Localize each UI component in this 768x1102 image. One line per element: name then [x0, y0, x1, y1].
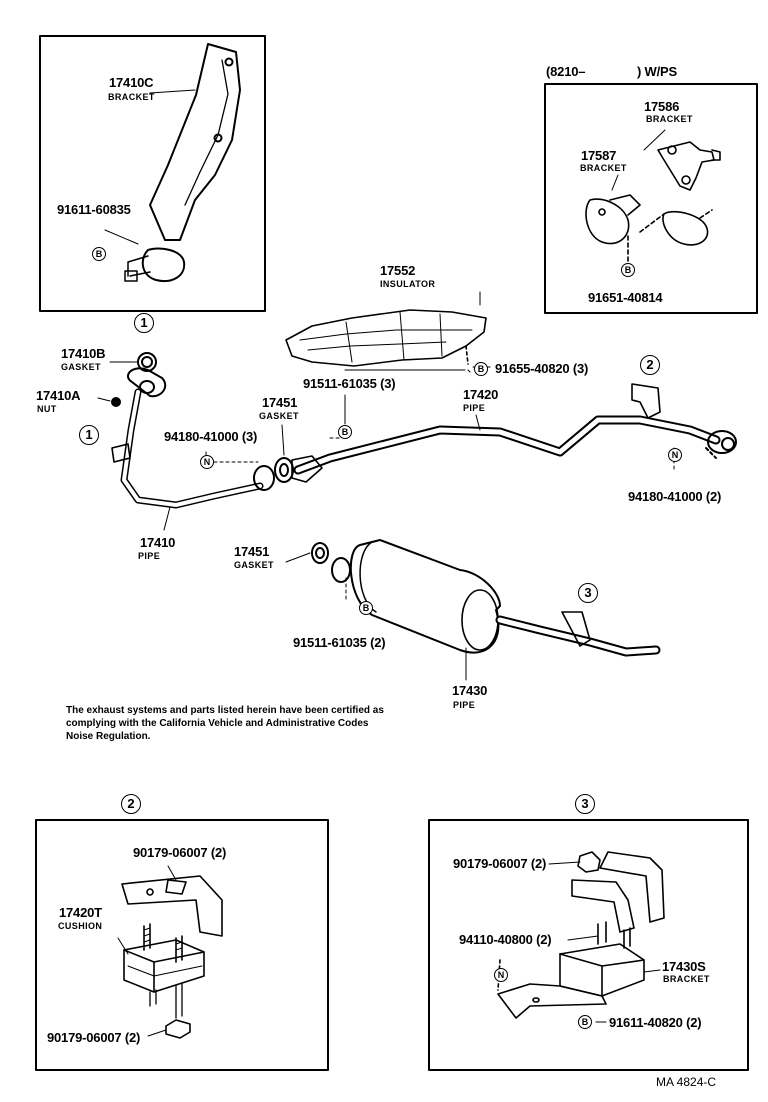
bolt-91511-61035-2-number: 91511-61035 (2)	[293, 635, 386, 650]
nut-17410a-number: 17410A	[36, 388, 81, 403]
ref-1-side: 1	[79, 425, 99, 445]
ps-heading-start: (8210–	[546, 64, 586, 79]
nut-17410a-name: NUT	[37, 404, 57, 414]
pipe-17420-number: 17420	[463, 387, 499, 402]
cushion-17420t-number: 17420T	[59, 905, 102, 920]
bracket-17410c-number: 17410C	[109, 75, 154, 90]
bracket-17430s-name: BRACKET	[663, 974, 710, 984]
leader-lines	[97, 291, 675, 681]
ref-2-detail: 2	[121, 794, 141, 814]
nut-n-symbol-rear: N	[668, 448, 682, 462]
pipe-17430-number: 17430	[452, 683, 488, 698]
bolt-91611-60835-number: 91611-60835	[57, 202, 131, 217]
gasket-17451-lower-name: GASKET	[234, 560, 274, 570]
gasket-17451-upper-number: 17451	[262, 395, 298, 410]
bracket-17586-number: 17586	[644, 99, 680, 114]
bolt-91611-40820-number: 91611-40820 (2)	[609, 1015, 702, 1030]
cushion-17420t-name: CUSHION	[58, 921, 103, 931]
gasket-17410b-number: 17410B	[61, 346, 106, 361]
ps-brackets-drawing	[585, 129, 721, 263]
bolt-b-symbol-lower: B	[359, 601, 373, 615]
bolt-91655-40820-number: 91655-40820 (3)	[495, 361, 589, 376]
top-right-frame	[544, 83, 758, 314]
diagram-code: MA 4824-C	[656, 1075, 717, 1089]
bracket-17586-name: BRACKET	[646, 114, 693, 124]
pipe-17410-drawing	[111, 352, 275, 509]
ref-1-top: 1	[134, 313, 154, 333]
pipe-17410-number: 17410	[140, 535, 176, 550]
bolt-n-symbol-d3: N	[494, 968, 508, 982]
bracket-17430s-drawing	[497, 851, 665, 1023]
gasket-17410b-name: GASKET	[61, 362, 101, 372]
bolt-b-symbol-upper: B	[338, 425, 352, 439]
gasket-17451-upper-drawing	[274, 457, 294, 483]
insulator-17552-number: 17552	[380, 263, 416, 278]
bolt-94110-40800-number: 94110-40800 (2)	[459, 932, 552, 947]
bracket-17410c-drawing	[104, 43, 241, 282]
ref-3-main: 3	[578, 583, 598, 603]
cushion-17420t-drawing	[117, 865, 223, 1039]
gasket-17451-lower-number: 17451	[234, 544, 270, 559]
nut-94180-41000-3-number: 94180-41000 (3)	[164, 429, 258, 444]
pipe-17430-name: PIPE	[453, 700, 476, 710]
bolt-b-symbol: B	[92, 247, 106, 261]
nut-n-symbol-upper: N	[200, 455, 214, 469]
insulator-17552-name: INSULATOR	[380, 279, 436, 289]
pipe-17420-name: PIPE	[463, 403, 486, 413]
bracket-17410c-name: BRACKET	[108, 92, 155, 102]
ref-3-detail: 3	[575, 794, 595, 814]
insulator-17552-drawing	[285, 309, 487, 367]
bolt-b-symbol-ps: B	[621, 263, 635, 277]
pipe-17420-drawing	[291, 383, 737, 483]
bolt-91511-61035-3-number: 91511-61035 (3)	[303, 376, 396, 391]
bracket-17587-name: BRACKET	[580, 163, 627, 173]
gasket-17451-upper-name: GASKET	[259, 411, 299, 421]
insulator-bolt-b-symbol: B	[474, 362, 488, 376]
nut-90179-06007-d3-number: 90179-06007 (2)	[453, 856, 547, 871]
nut-90179-06007-bottom-number: 90179-06007 (2)	[47, 1030, 141, 1045]
bracket-17587-number: 17587	[581, 148, 617, 163]
bolt-b-symbol-d3: B	[578, 1015, 592, 1029]
detail3-frame	[428, 819, 749, 1071]
top-left-frame	[39, 35, 266, 312]
detail2-frame	[35, 819, 329, 1071]
ref-2-main: 2	[640, 355, 660, 375]
nut-94180-41000-2-number: 94180-41000 (2)	[628, 489, 722, 504]
bracket-17430s-number: 17430S	[662, 959, 706, 974]
pipe-17410-name: PIPE	[138, 551, 161, 561]
ps-heading-end: ) W/PS	[637, 64, 677, 79]
bolt-91651-40814-number: 91651-40814	[588, 290, 663, 305]
nut-90179-06007-top-number: 90179-06007 (2)	[133, 845, 227, 860]
certification-note: The exhaust systems and parts listed her…	[66, 705, 384, 742]
